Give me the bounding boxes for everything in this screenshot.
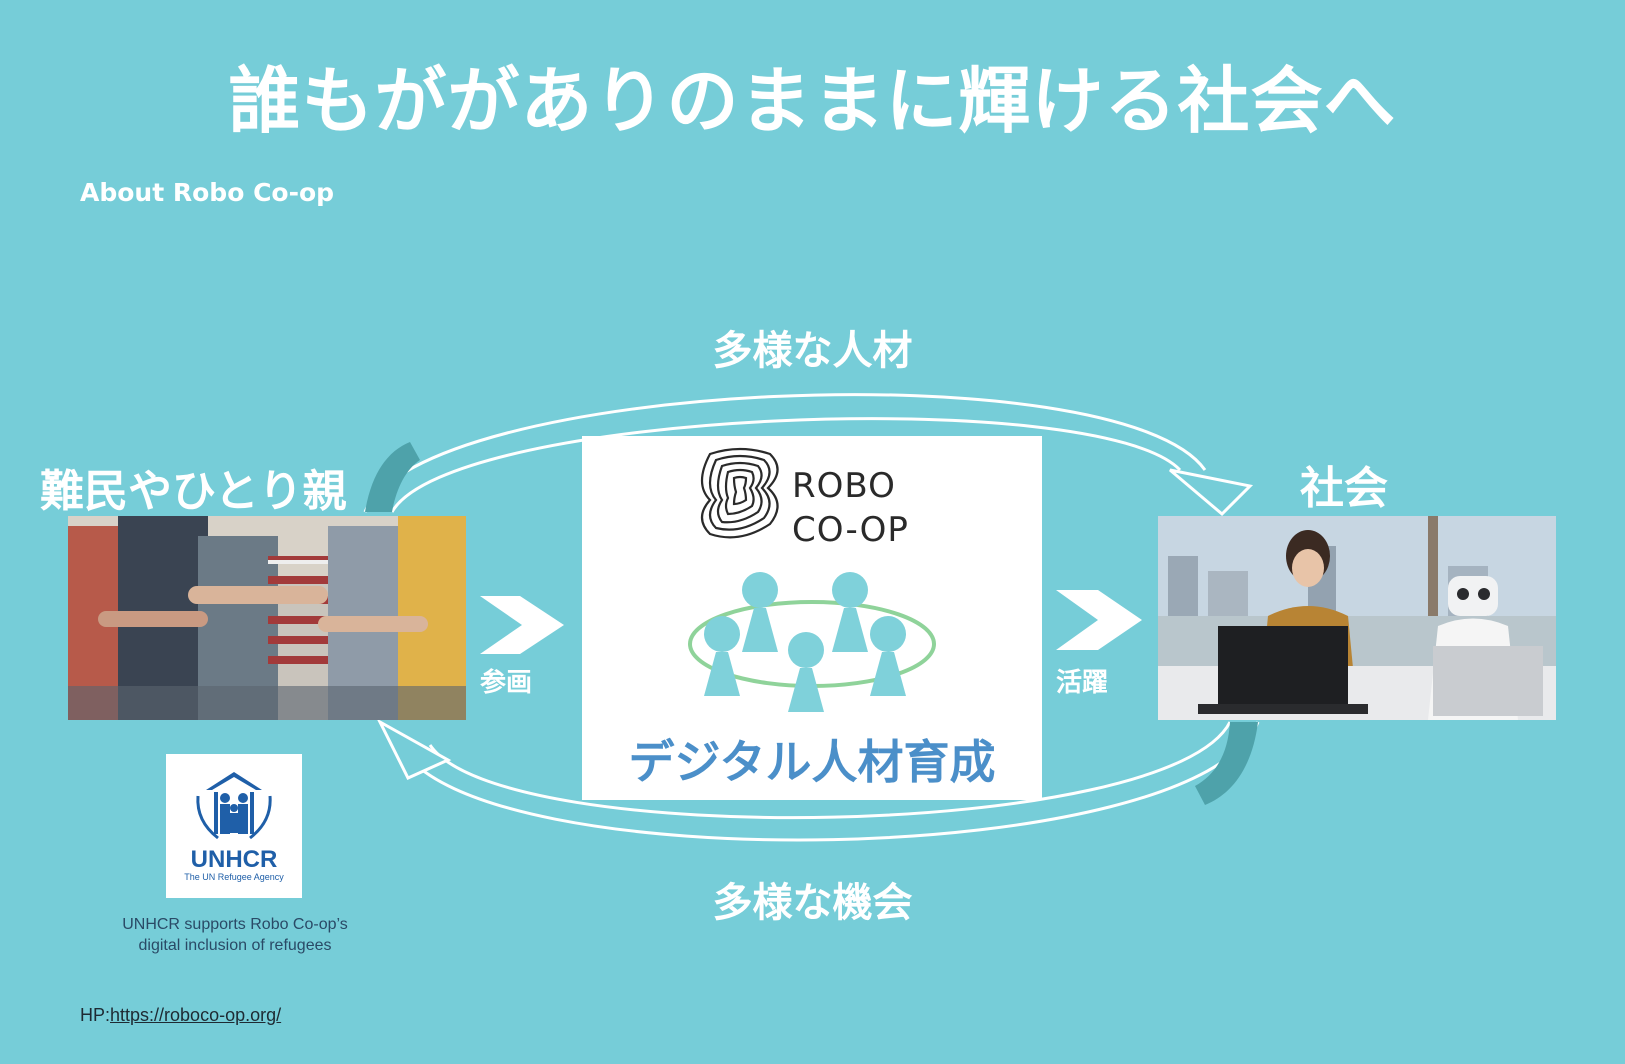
unhcr-tagline: The UN Refugee Agency [184, 872, 284, 882]
diverse-talent-label: 多様な人材 [712, 328, 913, 374]
participate-label: 参画 [480, 668, 533, 698]
people-group-photo [68, 516, 466, 720]
bottom-arc-arrow [398, 721, 1260, 842]
digital-talent-caption: デジタル人材育成 [628, 735, 996, 789]
robo-coop-logo-icon [700, 447, 779, 539]
refugees-single-parents-heading: 難民やひとり親 [40, 466, 347, 517]
unhcr-support-caption: UNHCR supports Robo Co-op’s digital incl… [100, 914, 370, 956]
unhcr-caption-line1: UNHCR supports Robo Co-op’s [122, 916, 348, 933]
participate-chevron-icon [480, 596, 564, 654]
bottom-arc-inner [428, 721, 1232, 820]
top-arc-arrow [363, 393, 1207, 513]
top-arc-fill [365, 442, 420, 512]
diverse-opportunity-label: 多様な機会 [712, 880, 913, 926]
active-chevron-icon [1056, 590, 1142, 650]
homepage-link[interactable]: https://roboco-op.org/ [110, 1005, 282, 1025]
digital-training-panel: ROBO CO-OP デジタル人材育成 [582, 436, 1042, 800]
top-arc-inner [390, 417, 1182, 513]
unhcr-emblem-icon [196, 772, 272, 840]
unhcr-caption-line2: digital inclusion of refugees [138, 937, 332, 954]
top-arrowhead [1169, 468, 1254, 517]
page-subtitle: About Robo Co-op [80, 178, 335, 207]
unhcr-name: UNHCR [190, 846, 278, 873]
logo-line-coop: CO-OP [792, 510, 909, 550]
bottom-arrowhead [376, 718, 452, 780]
robo-coop-logo-text: ROBO CO-OP [792, 464, 909, 552]
society-heading: 社会 [1300, 463, 1388, 514]
homepage-line: HP:https://roboco-op.org/ [80, 1005, 281, 1026]
people-circle-icon [688, 572, 936, 712]
unhcr-logo: UNHCR The UN Refugee Agency [166, 754, 302, 898]
page-title: 誰もががありのままに輝ける社会へ [228, 59, 1397, 143]
homepage-label: HP: [80, 1005, 111, 1025]
active-label: 活躍 [1056, 668, 1109, 698]
logo-line-robo: ROBO [792, 466, 896, 506]
woman-robot-office-photo [1158, 516, 1556, 720]
bottom-arc-fill [1195, 722, 1258, 805]
